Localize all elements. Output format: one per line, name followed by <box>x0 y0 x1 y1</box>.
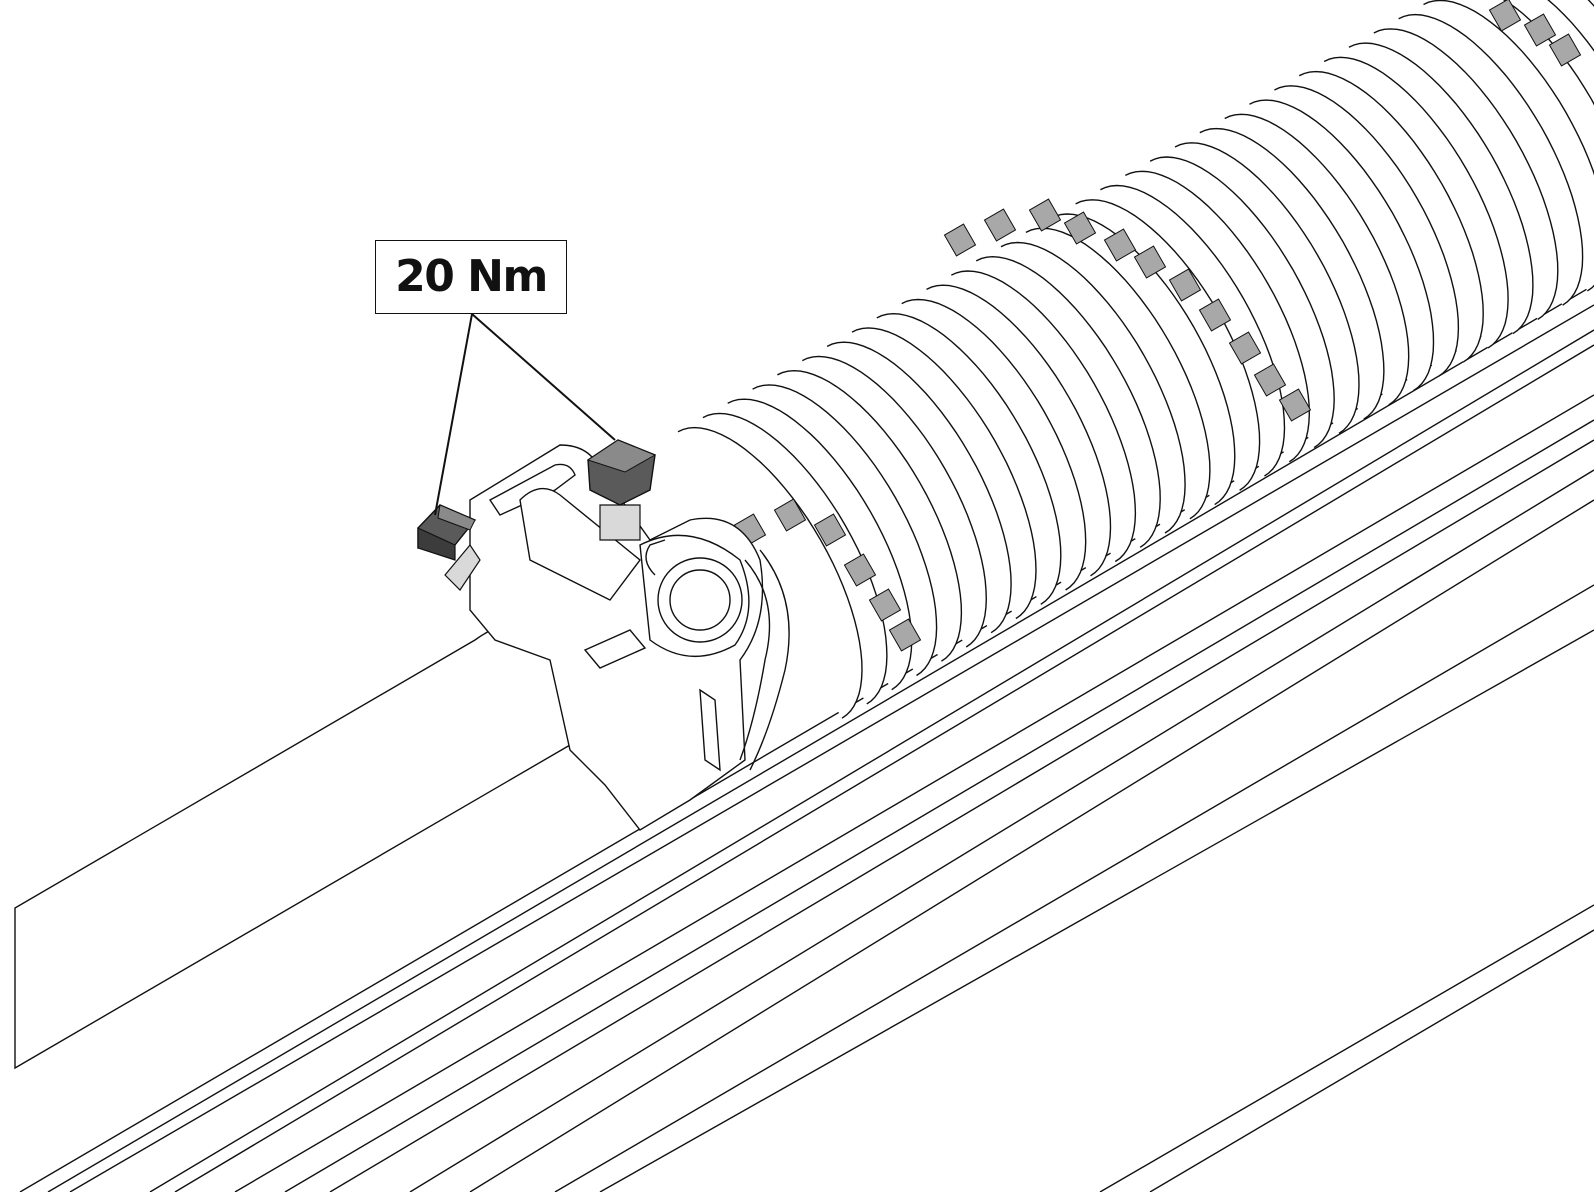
torsion-spring <box>677 0 1594 719</box>
coil-paint-mark <box>1228 331 1262 365</box>
coil-paint-mark <box>1133 245 1167 279</box>
coil-paint-mark <box>1198 298 1232 332</box>
coil-paint-mark <box>1103 228 1137 262</box>
coil-paint-mark <box>773 498 807 532</box>
coil-paint-mark <box>1278 388 1312 422</box>
coil-paint-mark <box>943 223 977 257</box>
callout-leader-lines <box>434 313 616 516</box>
coil-paint-mark <box>868 588 902 622</box>
rail-profile <box>19 269 1594 1192</box>
coil-paint-mark <box>1168 268 1202 302</box>
coil-paint-mark <box>1063 211 1097 245</box>
winding-cone <box>469 444 790 831</box>
coil-paint-mark <box>983 208 1017 242</box>
coil-paint-mark <box>1253 363 1287 397</box>
coil-paint-mark <box>888 618 922 652</box>
spring-coil <box>677 426 863 719</box>
coil-paint-mark <box>1523 13 1557 47</box>
coil-paint-mark <box>1028 198 1062 232</box>
coil-paint-mark <box>843 553 877 587</box>
coil-paint-mark <box>1488 0 1522 32</box>
coil-paint-marks <box>733 0 1582 652</box>
torque-callout: 20 Nm <box>375 240 567 314</box>
coil-paint-mark <box>1548 33 1582 67</box>
bolt-head-icon <box>586 439 657 541</box>
torque-label: 20 Nm <box>395 251 548 302</box>
shaft <box>14 608 593 1070</box>
coil-paint-mark <box>813 513 847 547</box>
